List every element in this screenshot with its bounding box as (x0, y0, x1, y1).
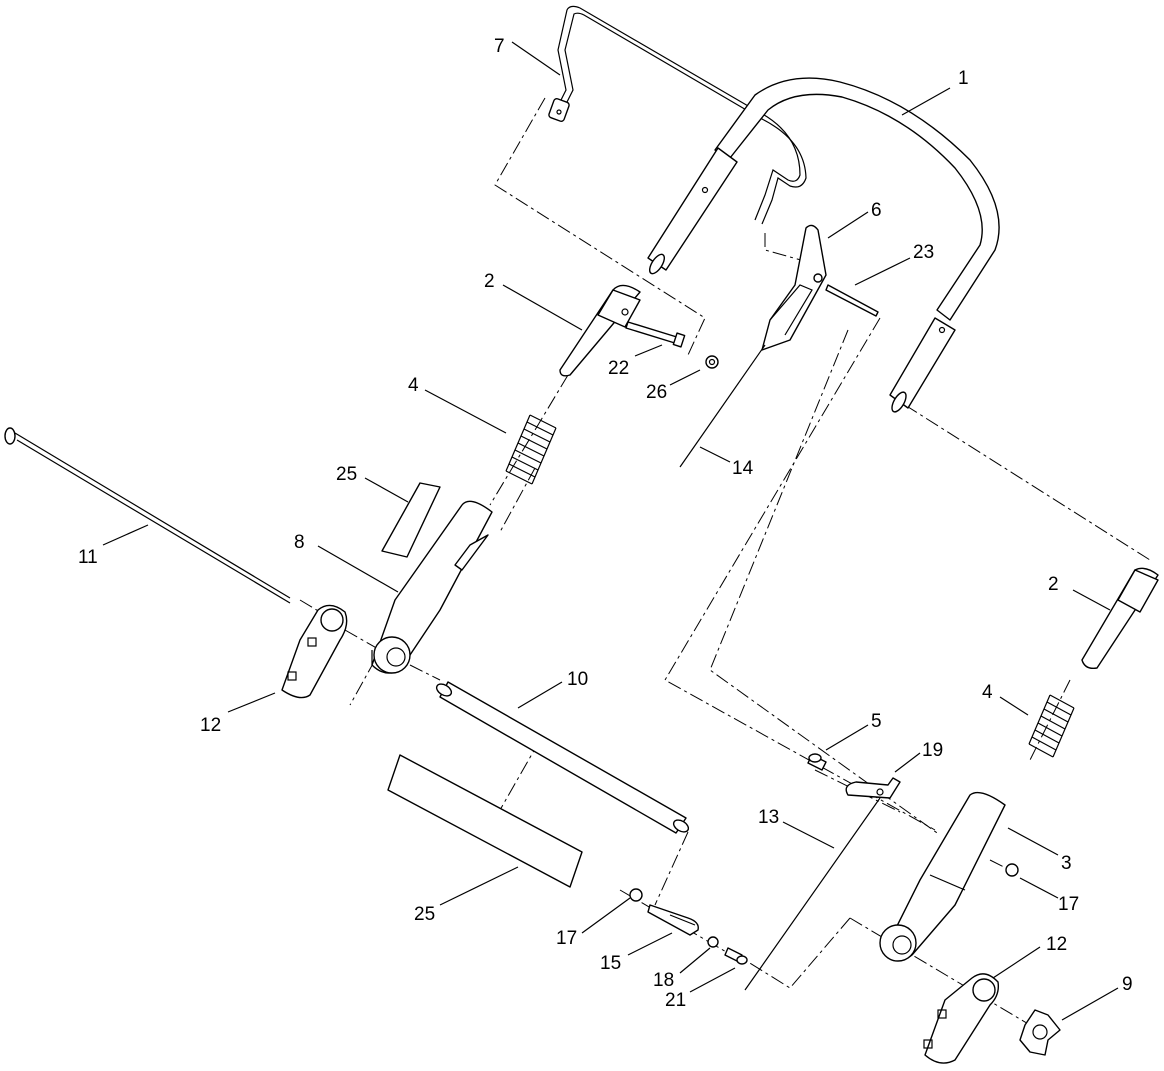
callout-4-left: 4 (408, 375, 419, 396)
star-knob (1019, 1009, 1061, 1056)
shoulder-bolt (807, 753, 827, 771)
spring-right (1028, 694, 1075, 758)
callout-18: 18 (653, 970, 674, 991)
grip-small (381, 482, 441, 558)
callout-17-right: 17 (1058, 894, 1079, 915)
callout-3: 3 (1061, 853, 1072, 874)
cable (679, 344, 766, 468)
callout-15: 15 (600, 953, 621, 974)
callout-2-right: 2 (1048, 574, 1059, 595)
nut-lower-left (629, 888, 643, 902)
callout-26: 26 (646, 382, 667, 403)
callout-5: 5 (871, 711, 882, 732)
callout-2-upper: 2 (484, 271, 495, 292)
brake-lever (761, 224, 827, 351)
callout-23: 23 (913, 242, 934, 263)
callout-1: 1 (958, 68, 969, 89)
clamp-left (281, 604, 348, 699)
callout-22: 22 (608, 358, 629, 379)
handle (647, 77, 1000, 413)
lower-tube-bracket-right (879, 791, 1006, 962)
rod (4, 427, 291, 604)
bail-wire (548, 5, 807, 225)
nut (705, 355, 719, 369)
callout-4-right: 4 (982, 682, 993, 703)
clevis-pin (724, 947, 748, 965)
tube-upper (559, 284, 641, 377)
clamp-right (923, 973, 1000, 1064)
callout-11: 11 (78, 547, 98, 568)
callout-8: 8 (294, 532, 305, 553)
callout-12-left: 12 (200, 715, 221, 736)
cross-tube (435, 681, 690, 834)
callout-25-large: 25 (414, 904, 435, 925)
bolt (625, 321, 686, 348)
leader-lines (102, 41, 1119, 1021)
callout-21: 21 (665, 990, 686, 1011)
callout-10: 10 (567, 669, 588, 690)
tube-right (1081, 567, 1159, 670)
callout-6: 6 (871, 200, 882, 221)
callout-13: 13 (758, 807, 779, 828)
lower-tube-bracket (371, 500, 493, 674)
callout-7: 7 (494, 36, 505, 57)
grip-large (387, 754, 583, 888)
cable-bracket (845, 777, 901, 799)
cable-clevis (647, 904, 699, 936)
spring-left (505, 414, 557, 485)
pin (825, 284, 879, 317)
lower-cable (744, 797, 881, 991)
callout-9: 9 (1122, 974, 1133, 995)
washer (707, 936, 719, 948)
callout-labels: 1 7 6 23 2 22 26 4 14 25 8 11 2 10 4 12 … (78, 36, 1133, 1011)
callout-12-right: 12 (1046, 934, 1067, 955)
callout-19: 19 (922, 740, 943, 761)
nut-right (1005, 863, 1019, 877)
callout-17-left: 17 (556, 928, 577, 949)
callout-25-small: 25 (336, 464, 357, 485)
callout-14: 14 (732, 458, 754, 479)
